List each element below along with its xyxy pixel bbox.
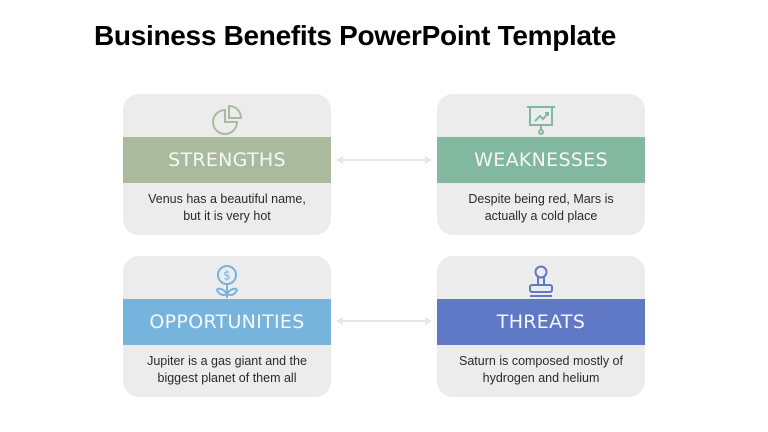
weaknesses-label: WEAKNESSES [474, 149, 608, 171]
weaknesses-band: WEAKNESSES [437, 137, 645, 183]
opportunities-card: $ OPPORTUNITIES Jupiter is a gas giant a… [123, 256, 331, 397]
pie-chart-icon [212, 104, 243, 135]
weaknesses-card: WEAKNESSES Despite being red, Mars is ac… [437, 94, 645, 235]
threats-card: THREATS Saturn is composed mostly of hyd… [437, 256, 645, 397]
money-plant-icon: $ [215, 265, 239, 298]
stamp-icon [529, 265, 553, 297]
weaknesses-description: Despite being red, Mars is actually a co… [468, 192, 614, 223]
strengths-label: STRENGTHS [168, 149, 286, 171]
double-arrow-icon-bottom [336, 317, 432, 325]
svg-text:$: $ [223, 269, 231, 283]
presentation-board-icon [527, 106, 555, 135]
opportunities-label: OPPORTUNITIES [149, 311, 305, 333]
threats-label: THREATS [496, 311, 586, 333]
opportunities-band: OPPORTUNITIES [123, 299, 331, 345]
double-arrow-icon-top [336, 156, 432, 164]
strengths-description: Venus has a beautiful name, but it is ve… [148, 192, 306, 223]
opportunities-description: Jupiter is a gas giant and the biggest p… [147, 354, 307, 385]
threats-description: Saturn is composed mostly of hydrogen an… [459, 354, 623, 385]
slide-title: Business Benefits PowerPoint Template [94, 20, 617, 51]
threats-band: THREATS [437, 299, 645, 345]
strengths-card: STRENGTHS Venus has a beautiful name, bu… [123, 94, 331, 235]
strengths-band: STRENGTHS [123, 137, 331, 183]
